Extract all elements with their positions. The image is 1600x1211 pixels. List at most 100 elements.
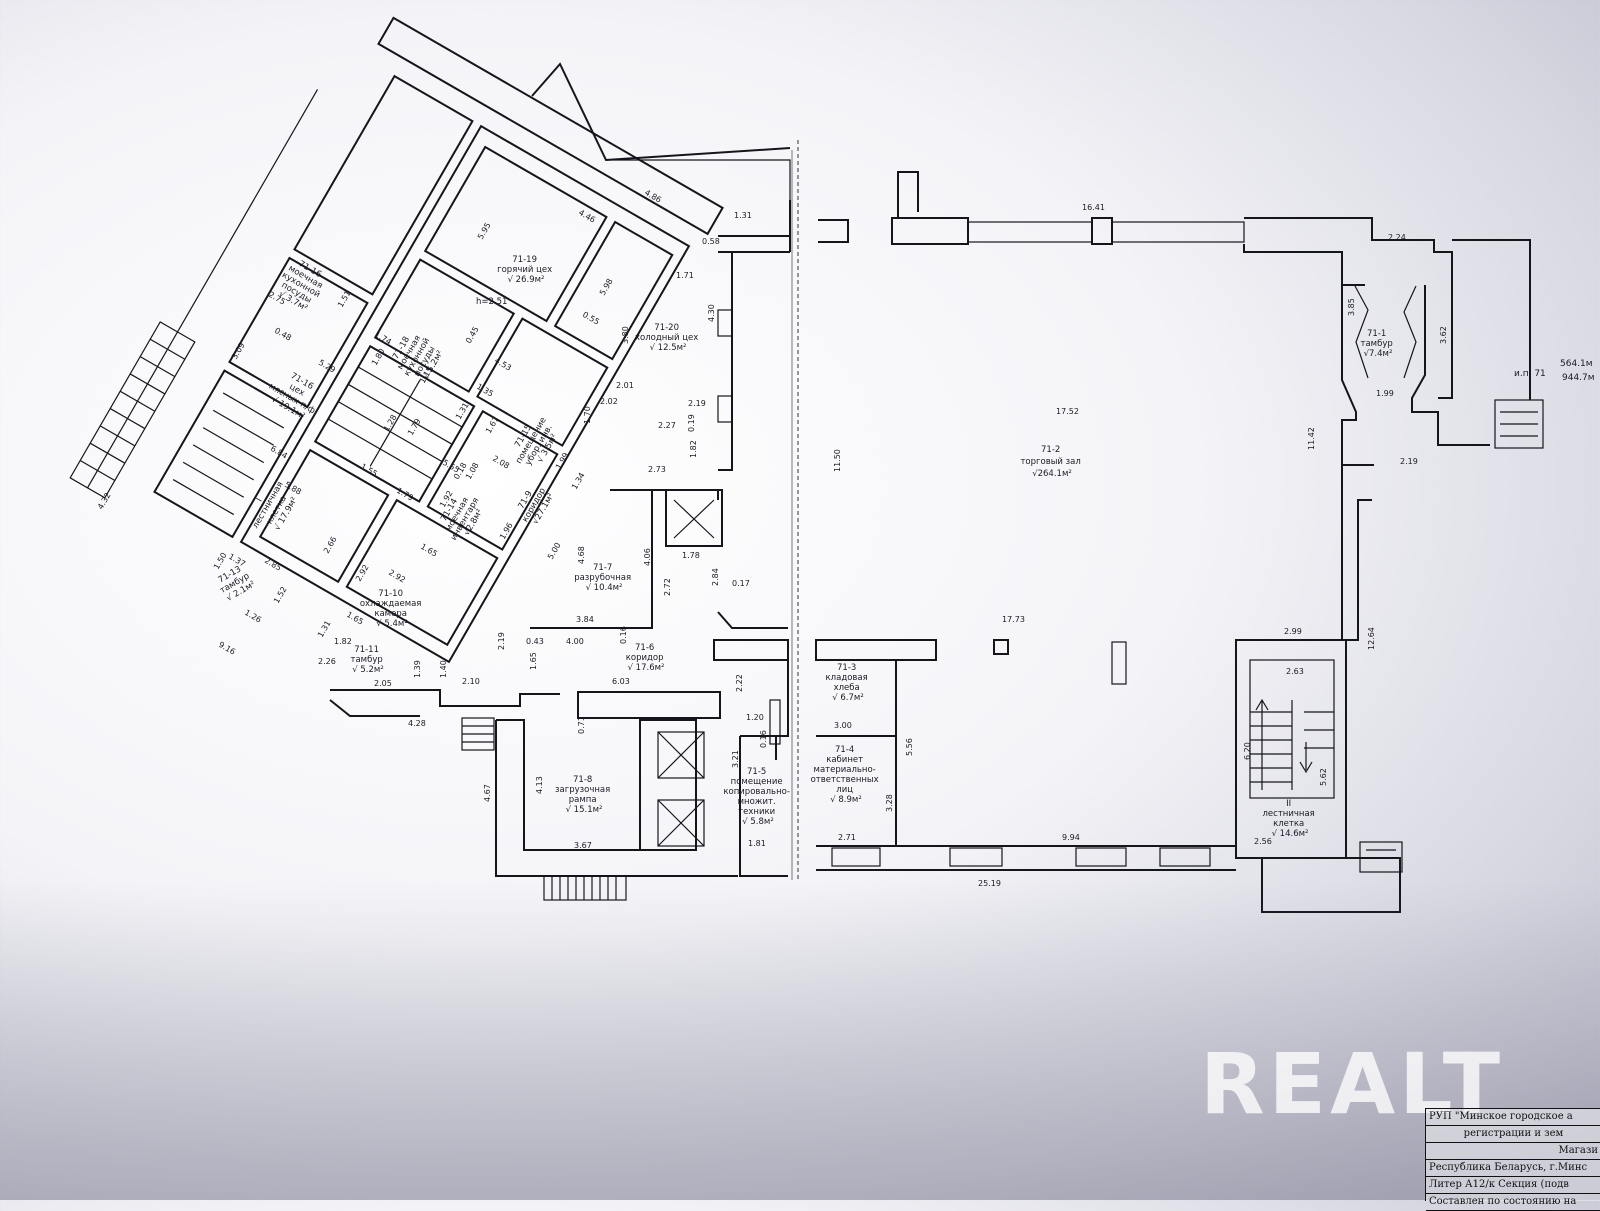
dim: 1.70 [583, 406, 592, 424]
dim: 3.85 [1347, 298, 1356, 316]
dim: 16.41 [1082, 203, 1105, 212]
center-walls [329, 200, 791, 901]
room-71-7-area: √ 10.4м² [586, 583, 623, 593]
dim: 3.21 [731, 750, 740, 768]
dim: 2.92 [387, 568, 407, 585]
dim: 2.22 [735, 674, 744, 692]
dim: 4.28 [408, 719, 426, 728]
title-block-stamp: РУП "Минское городское а регистрации и з… [1425, 1108, 1600, 1211]
room-71-6-number: 71-6 [635, 643, 654, 653]
room-71-4-name-3: ответственных [811, 775, 879, 785]
dim: 1.65 [529, 652, 538, 670]
dim: 2.73 [648, 465, 666, 474]
dim: 3.09 [230, 341, 247, 361]
room-71-8-number: 71-8 [573, 775, 592, 785]
right-walls [791, 140, 1544, 913]
dim: 2.08 [491, 454, 511, 471]
dim: 1.82 [689, 440, 698, 458]
room-71-3-name-2: хлеба [834, 683, 860, 693]
dim: 2.19 [497, 632, 506, 650]
dim: 4.30 [707, 304, 716, 322]
room-71-19-name: горячий цех [497, 265, 552, 275]
room-71-8-name: загрузочная [555, 785, 610, 795]
dim: 2.19 [1400, 457, 1418, 466]
dim: 17.52 [1056, 407, 1079, 416]
dim: 3.28 [885, 794, 894, 812]
dim: 2.66 [322, 535, 339, 555]
dim: 5.56 [905, 738, 914, 756]
dim: 0.17 [732, 579, 750, 588]
dim: 2.19 [688, 399, 706, 408]
side-note-label: и.п. 71 [1514, 369, 1546, 379]
svg-text:71-7 разрубочная √: 71-7 разрубочная √ 10.4м² [574, 563, 634, 593]
dim: 3.00 [834, 721, 852, 730]
dim: 4.67 [483, 784, 492, 802]
room-71-10-number: 71-10 [378, 589, 403, 599]
dim: 17.73 [1002, 615, 1025, 624]
dim: 0.71 [577, 716, 586, 734]
stamp-line-2: регистрации и зем [1426, 1126, 1600, 1143]
dim: 2.99 [1284, 627, 1302, 636]
rotated-wing [69, 16, 724, 664]
room-71-5-name: помещение [731, 777, 783, 787]
svg-text:I лестничная клетк: I лестничная клетка √ 17.9м² [242, 473, 304, 541]
room-71-20-number: 71-20 [654, 323, 679, 333]
dim: 9.16 [217, 640, 237, 657]
room-71-10-area: √ 5.4м² [376, 619, 407, 629]
dim: 2.92 [354, 563, 371, 583]
dim: 0.43 [526, 637, 544, 646]
dim: 6.03 [612, 677, 630, 686]
dim: 1.31 [734, 211, 752, 220]
dim: 2.24 [1388, 233, 1406, 242]
dim: 0.55 [581, 310, 601, 327]
stamp-line-6: Составлен по состоянию на [1426, 1194, 1600, 1211]
room-71-4-name: кабинет [826, 755, 863, 765]
room-71-4-name-2: материально- [814, 765, 876, 775]
dim: 3.67 [574, 841, 592, 850]
svg-text:71-1 тамбур √7.4м²: 71-1 тамбур √7.4м² [1361, 329, 1396, 359]
room-71-20-name: холодный цех [635, 333, 698, 343]
svg-text:71-20 холодный цех: 71-20 холодный цех √ 12.5м² [635, 323, 701, 353]
dim: 0.45 [464, 325, 481, 345]
dim: 1.52 [272, 585, 289, 605]
stair-ii-name: лестничная [1263, 809, 1315, 819]
room-71-2-area: √264.1м² [1032, 469, 1072, 479]
room-71-5-name-2: копировально- [723, 787, 790, 797]
dim: 1.99 [1376, 389, 1394, 398]
room-71-19-height: h=2.51 [476, 297, 507, 307]
dim: 0.58 [702, 237, 720, 246]
dim: 2.26 [318, 657, 336, 666]
dim: 0.16 [619, 626, 628, 644]
room-71-11-number: 71-11 [354, 645, 379, 655]
dim: 4.13 [535, 776, 544, 794]
dim: 11.50 [833, 449, 842, 472]
top-outline [531, 62, 791, 162]
dim: 1.80 [370, 347, 387, 367]
stair-ii-name-2: клетка [1273, 819, 1304, 829]
room-71-8-area: √ 15.1м² [566, 805, 603, 815]
stamp-line-1: РУП "Минское городское а [1426, 1109, 1600, 1126]
dim: 2.05 [374, 679, 392, 688]
stamp-line-3: Магази [1426, 1143, 1600, 1160]
room-71-1-area: √7.4м² [1364, 349, 1393, 359]
dim: 3.84 [576, 615, 594, 624]
dim: 4.68 [577, 546, 586, 564]
room-71-3-area: √ 6.7м² [832, 693, 863, 703]
dim: 1.34 [570, 471, 587, 491]
dim: 1.82 [334, 637, 352, 646]
dim: 1.74 [373, 330, 393, 347]
dim: 2.01 [616, 381, 634, 390]
room-71-19-area: √ 26.9м² [508, 275, 545, 285]
room-71-7-number: 71-7 [593, 563, 612, 573]
dim: 5.00 [546, 541, 563, 561]
dim: 2.27 [658, 421, 676, 430]
svg-text:71-16 моечная кухо: 71-16 моечная кухонной посуды √ 3.7м² [271, 255, 333, 317]
room-71-10-name: охлаждаемая [360, 599, 422, 609]
svg-text:71-8 загрузочная р: 71-8 загрузочная рампа √ 15.1м² [555, 775, 613, 815]
dim: 6.20 [1243, 742, 1252, 760]
room-71-3-name: кладовая [826, 673, 868, 683]
dim: 1.65 [419, 542, 439, 559]
dim: 1.26 [243, 608, 263, 625]
room-71-5-name-3: множит. [738, 797, 776, 807]
